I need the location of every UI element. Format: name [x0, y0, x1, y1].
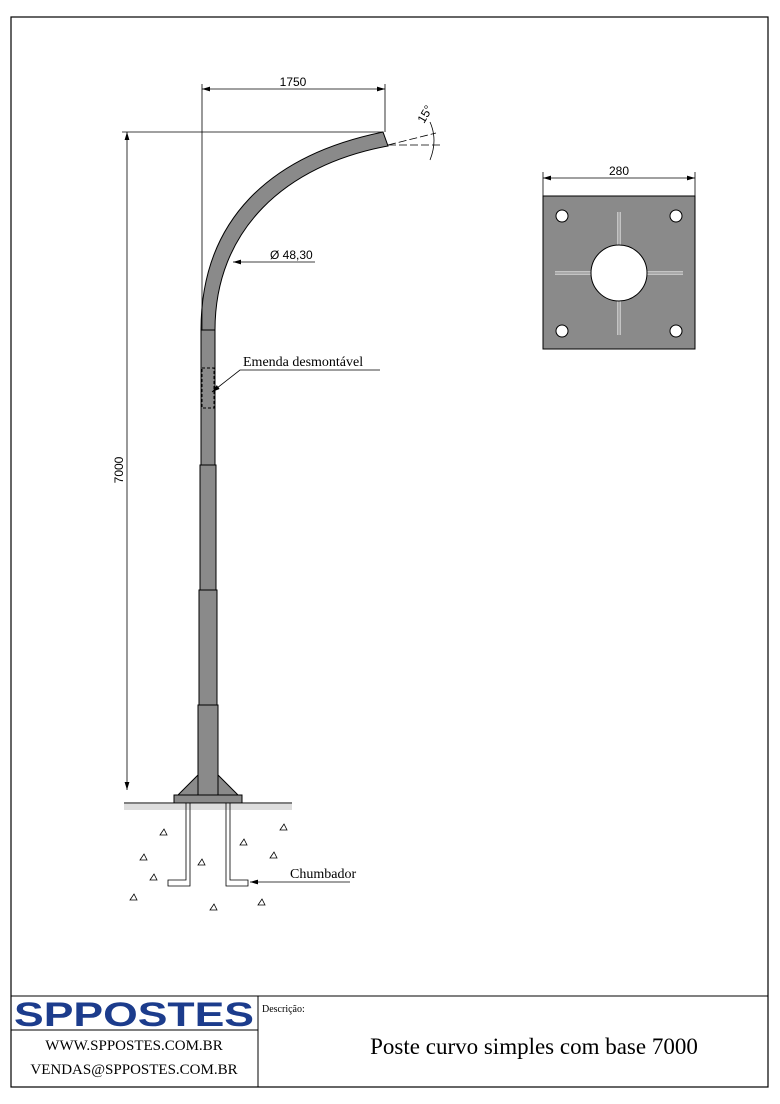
pole-section-2 — [199, 464, 217, 591]
height-dimension: 7000 — [112, 456, 126, 483]
drawing-border — [10, 16, 769, 1088]
pole — [173, 131, 389, 804]
angle-dimension: 15° — [414, 103, 435, 126]
pole-section-1 — [200, 329, 216, 466]
width-dimension: 1750 — [280, 75, 307, 89]
joint-label: Emenda desmontável — [243, 355, 363, 370]
description: Poste curvo simples com base 7000 — [370, 1034, 698, 1059]
website: WWW.SPPOSTES.COM.BR — [45, 1038, 222, 1054]
anchor-bolt-right — [225, 803, 249, 887]
pole-curved-arm — [200, 131, 389, 331]
diameter-label: Ø 48,30 — [270, 248, 313, 262]
anchor-label: Chumbador — [290, 867, 356, 882]
description-label: Descrição: — [262, 1004, 305, 1015]
dimension-lines — [122, 84, 696, 885]
email: VENDAS@SPPOSTES.COM.BR — [30, 1062, 237, 1078]
ground — [124, 802, 292, 911]
pole-section-3 — [198, 589, 218, 706]
base-plate — [173, 794, 243, 804]
title-block — [11, 995, 768, 1087]
company-logo: SPPOSTES — [14, 996, 254, 1034]
pole-section-4 — [197, 704, 219, 796]
base-plate-top-view — [542, 195, 696, 350]
plate-dimension: 280 — [609, 164, 629, 178]
anchor-bolt-left — [167, 803, 191, 887]
